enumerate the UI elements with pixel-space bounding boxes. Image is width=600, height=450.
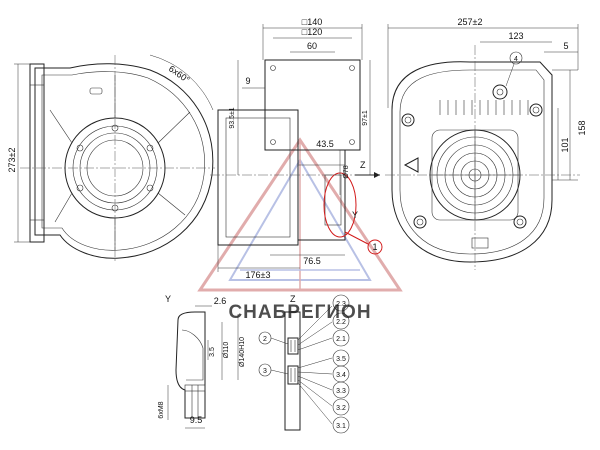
detail-y: Y 2.6 3.5 Ø110 Ø140H10 6xM8 9.5 xyxy=(158,294,246,429)
watermark-text: СНАБРЕГИОН xyxy=(228,302,371,323)
pin-label: 3.1 xyxy=(336,423,346,430)
back-view: 4 257±2 123 5 158 101 xyxy=(385,17,587,270)
pin-label: 3.2 xyxy=(336,405,346,412)
pin-label: 3.4 xyxy=(336,372,346,379)
front-view: 273±2 6x60° xyxy=(7,54,215,262)
callout-4: 4 xyxy=(514,56,518,63)
side-label-y: Y xyxy=(352,210,358,220)
back-dim-158: 158 xyxy=(577,120,587,135)
back-dim-257: 257±2 xyxy=(458,17,483,27)
back-dim-5: 5 xyxy=(563,41,568,51)
callout-2: 2 xyxy=(263,336,267,343)
back-dim-123: 123 xyxy=(508,31,523,41)
side-dim-60: 60 xyxy=(307,41,317,51)
side-dim-43-5: 43.5 xyxy=(316,139,334,149)
callout-3: 3 xyxy=(263,368,267,375)
pin-label: 2.1 xyxy=(336,336,346,343)
front-dim-height: 273±2 xyxy=(7,148,17,173)
side-dim-9: 9 xyxy=(245,76,250,86)
side-dim-97: 97±1 xyxy=(362,110,369,126)
side-label-z: Z xyxy=(360,160,366,170)
detail-y-dim-dia110: Ø110 xyxy=(223,342,230,359)
detail-y-dim-m8: 6xM8 xyxy=(158,401,165,418)
front-dim-holes: 6x60° xyxy=(167,63,192,85)
side-dim-dia78: Ø78 xyxy=(343,165,350,178)
detail-y-dim-2-6: 2.6 xyxy=(214,296,227,306)
detail-y-dim-3-5: 3.5 xyxy=(209,347,216,357)
pin-label: 2.2 xyxy=(336,319,346,326)
side-view: 1 □140 □120 60 9 93.5±1 97±1 43.5 Ø78 76… xyxy=(210,17,383,280)
pin-list: 2.3 2.2 2.1 3.5 3.4 3.3 3.2 3.1 xyxy=(332,294,350,434)
pin-label: 3.5 xyxy=(336,356,346,363)
callout-1: 1 xyxy=(372,242,377,252)
detail-z: Z 2 3 2.3 2.2 2.1 3. xyxy=(258,294,350,434)
side-dim-sq120: □120 xyxy=(302,27,322,37)
back-dim-101: 101 xyxy=(560,137,570,152)
side-dim-sq140: □140 xyxy=(302,17,322,27)
detail-z-title: Z xyxy=(290,294,296,304)
detail-y-dim-9-5: 9.5 xyxy=(190,415,203,425)
back-vents xyxy=(439,100,529,115)
side-dim-176: 176±3 xyxy=(246,270,271,280)
detail-y-title: Y xyxy=(165,294,171,304)
side-dim-93-5: 93.5±1 xyxy=(229,107,236,128)
detail-y-dim-dia140: Ø140H10 xyxy=(239,337,246,367)
side-dim-76-5: 76.5 xyxy=(303,256,321,266)
pin-label: 3.3 xyxy=(336,388,346,395)
pin-label: 2.3 xyxy=(336,301,346,308)
